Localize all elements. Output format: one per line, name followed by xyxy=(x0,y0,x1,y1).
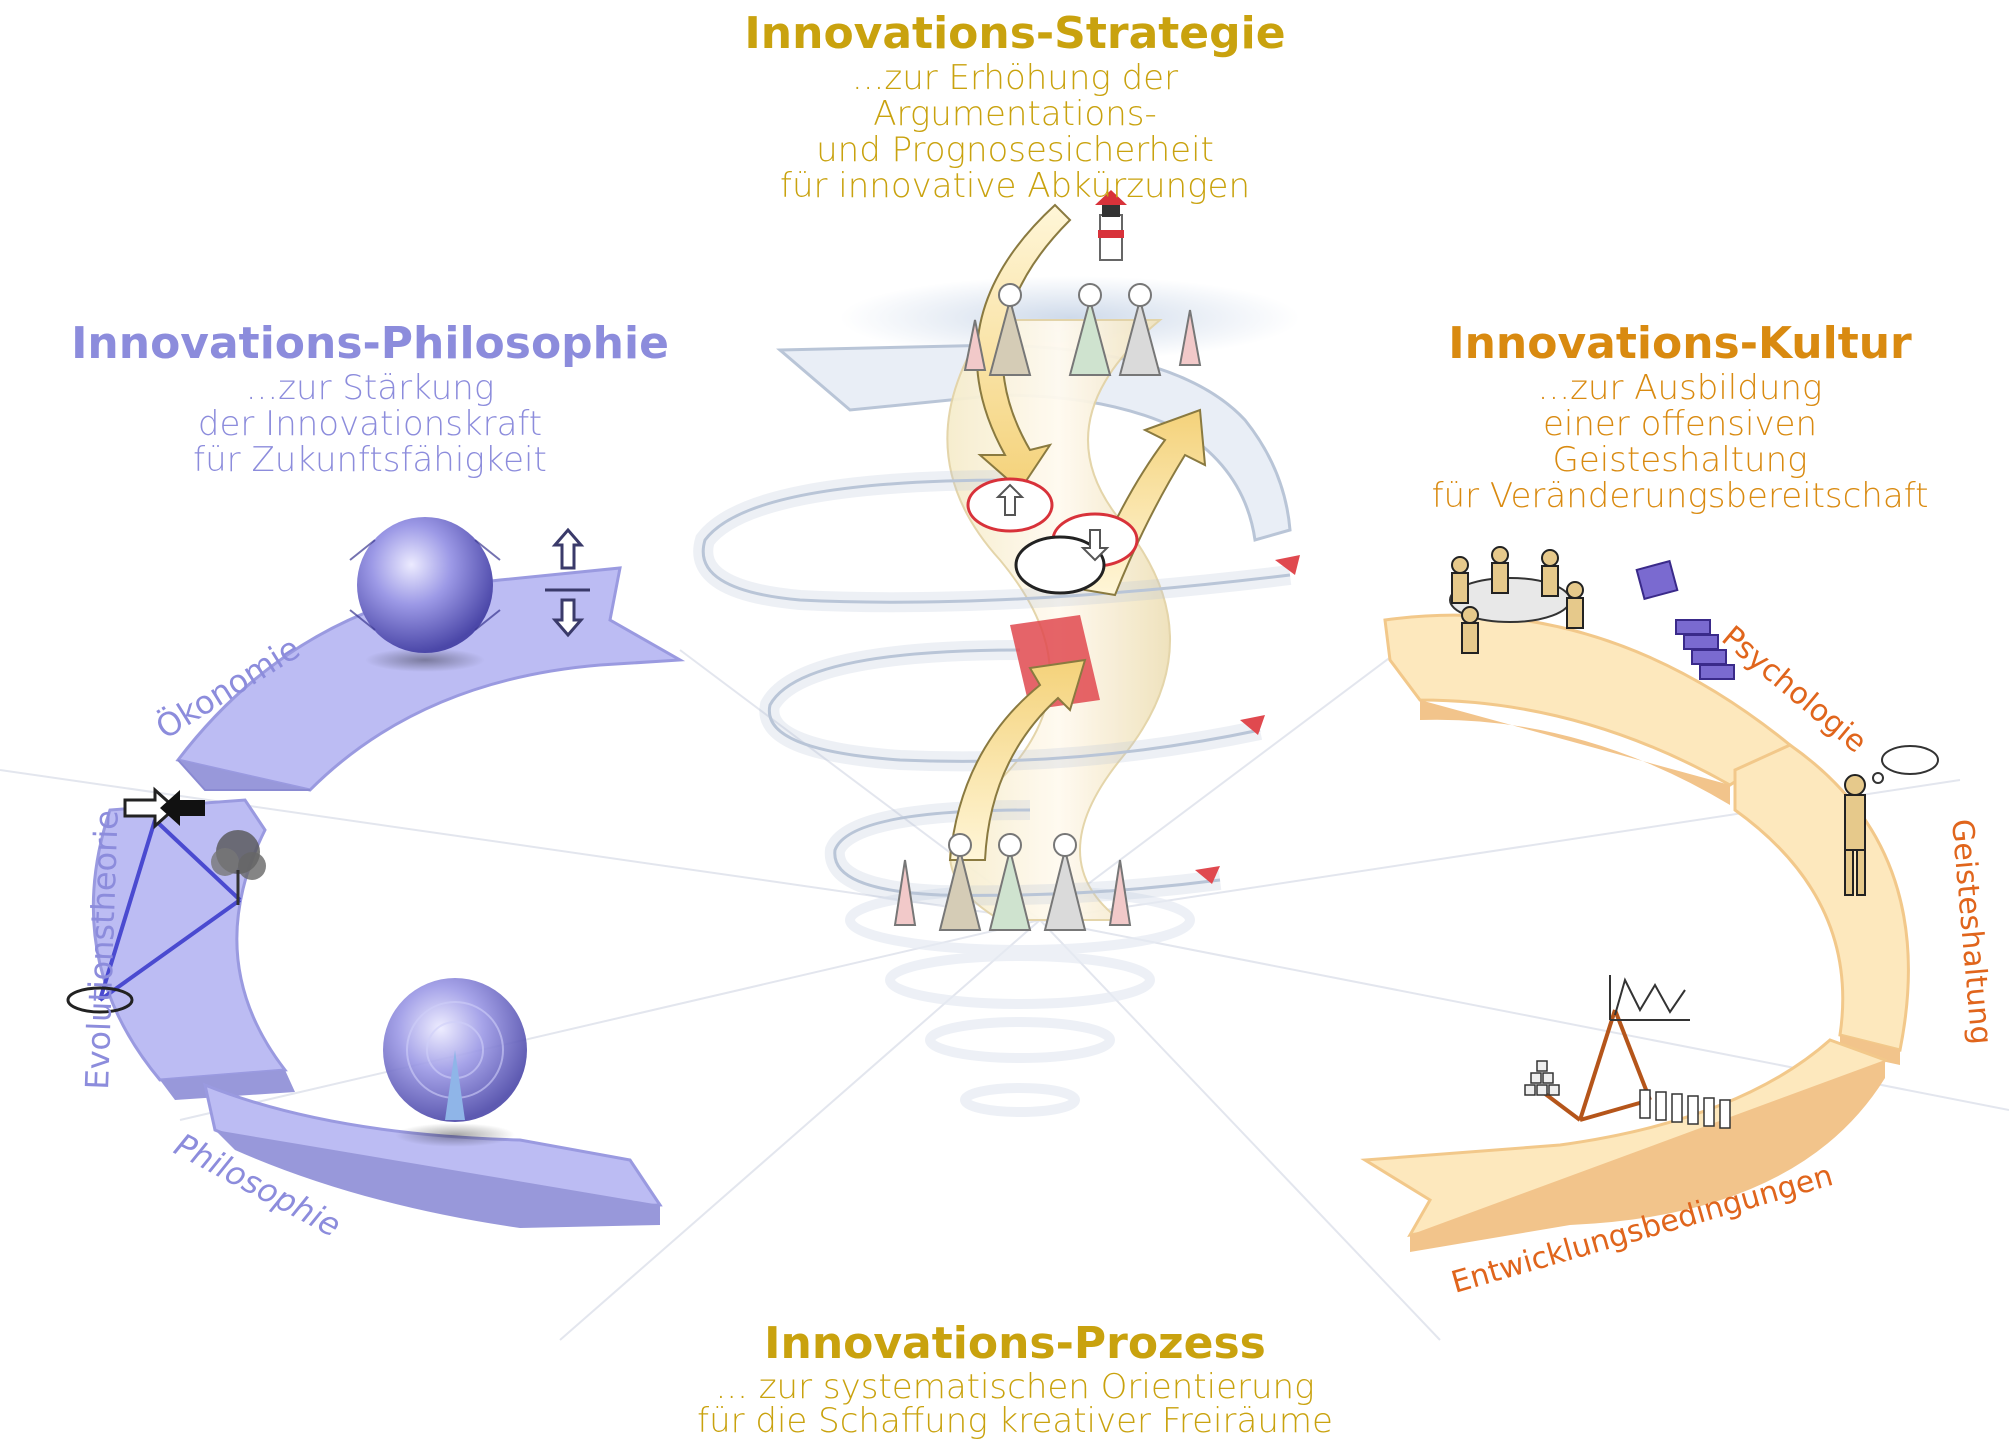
process-block: Innovations-Prozess ... zur systematisch… xyxy=(640,1318,1390,1438)
lighthouse-icon xyxy=(1095,190,1127,261)
tree-icon xyxy=(211,830,266,905)
process-line: ... zur systematischen Orientierung xyxy=(715,1367,1315,1407)
top-cones-icon xyxy=(963,283,1202,376)
strategy-line: und Prognosesicherheit xyxy=(816,130,1214,170)
left-ring: Ökonomie Evolutionstheorie Philosophie xyxy=(66,517,686,1245)
blocks-icon xyxy=(1524,1060,1560,1096)
process-line: für die Schaffung kreativer Freiräume xyxy=(697,1401,1333,1441)
culture-title: Innovations-Kultur xyxy=(1448,318,1912,369)
strategy-line: Argumentations- xyxy=(873,94,1157,134)
philosophy-line: ...zur Stärkung xyxy=(245,368,495,408)
dominoes-icon xyxy=(1639,1089,1731,1129)
label-evolutionstheorie: Evolutionstheorie xyxy=(78,809,126,1090)
culture-line: für Veränderungsbereitschaft xyxy=(1431,476,1929,516)
arrows-clash-icon xyxy=(123,786,205,830)
chart-sketch-icon xyxy=(1609,975,1690,1021)
philosophy-line: für Zukunftsfähigkeit xyxy=(193,440,547,480)
strategy-line: ...zur Erhöhung der xyxy=(851,58,1179,98)
center-spiral xyxy=(693,190,1300,1117)
evolution-triangle-icon xyxy=(66,818,242,1014)
staircase-icon xyxy=(1635,559,1735,680)
right-ring: Psychologie Geisteshaltung Entwicklungsb… xyxy=(1360,546,1999,1301)
culture-line: ...zur Ausbildung xyxy=(1537,368,1823,408)
arrow-up-left xyxy=(948,658,1087,861)
label-geisteshaltung: Geisteshaltung xyxy=(1944,818,1999,1046)
globe-icon xyxy=(357,517,493,653)
strategy-block: Innovations-Strategie ...zur Erhöhung de… xyxy=(640,8,1390,204)
process-title: Innovations-Prozess xyxy=(764,1318,1266,1369)
philosophy-title: Innovations-Philosophie xyxy=(71,318,669,369)
strategy-title: Innovations-Strategie xyxy=(744,8,1286,59)
culture-block: Innovations-Kultur ...zur Ausbildung ein… xyxy=(1360,318,2000,514)
development-network-icon xyxy=(1538,1009,1652,1122)
culture-line: Geisteshaltung xyxy=(1552,440,1808,480)
bottom-cones-icon xyxy=(893,833,1132,931)
philosophy-block: Innovations-Philosophie ...zur Stärkung … xyxy=(60,318,680,478)
philosophy-line: der Innovationskraft xyxy=(197,404,543,444)
round-table-icon xyxy=(1449,546,1584,654)
strategy-line: für innovative Abkürzungen xyxy=(779,166,1251,206)
up-down-arrows-icon xyxy=(545,527,590,638)
thinking-man-icon xyxy=(1844,745,1939,896)
decision-ellipses-icon xyxy=(966,477,1139,595)
culture-line: einer offensiven xyxy=(1542,404,1818,444)
